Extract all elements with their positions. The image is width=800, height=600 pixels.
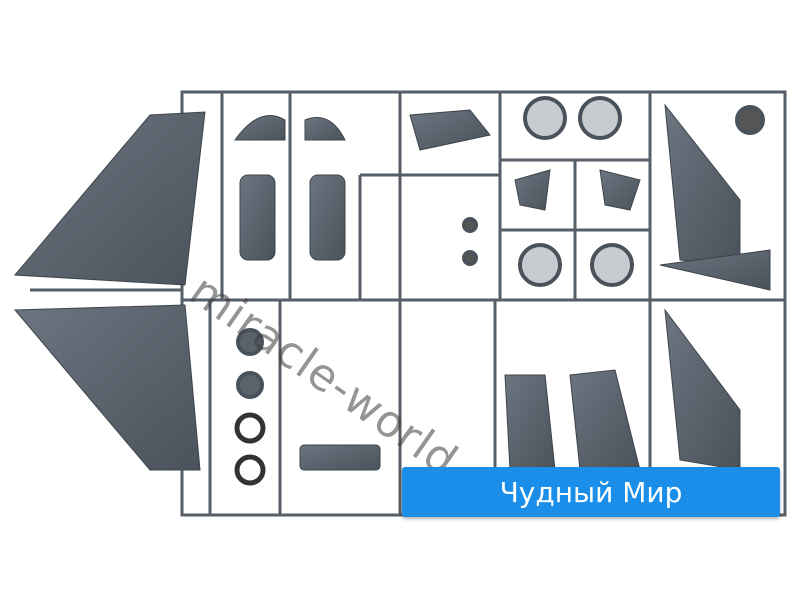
banner-label: Чудный Мир — [499, 475, 683, 509]
sprue-parts — [13, 103, 771, 471]
wheels-and-intakes — [234, 96, 765, 486]
wing-lower — [13, 304, 201, 471]
store-banner: Чудный Мир — [402, 467, 780, 517]
wing-upper — [13, 111, 206, 286]
